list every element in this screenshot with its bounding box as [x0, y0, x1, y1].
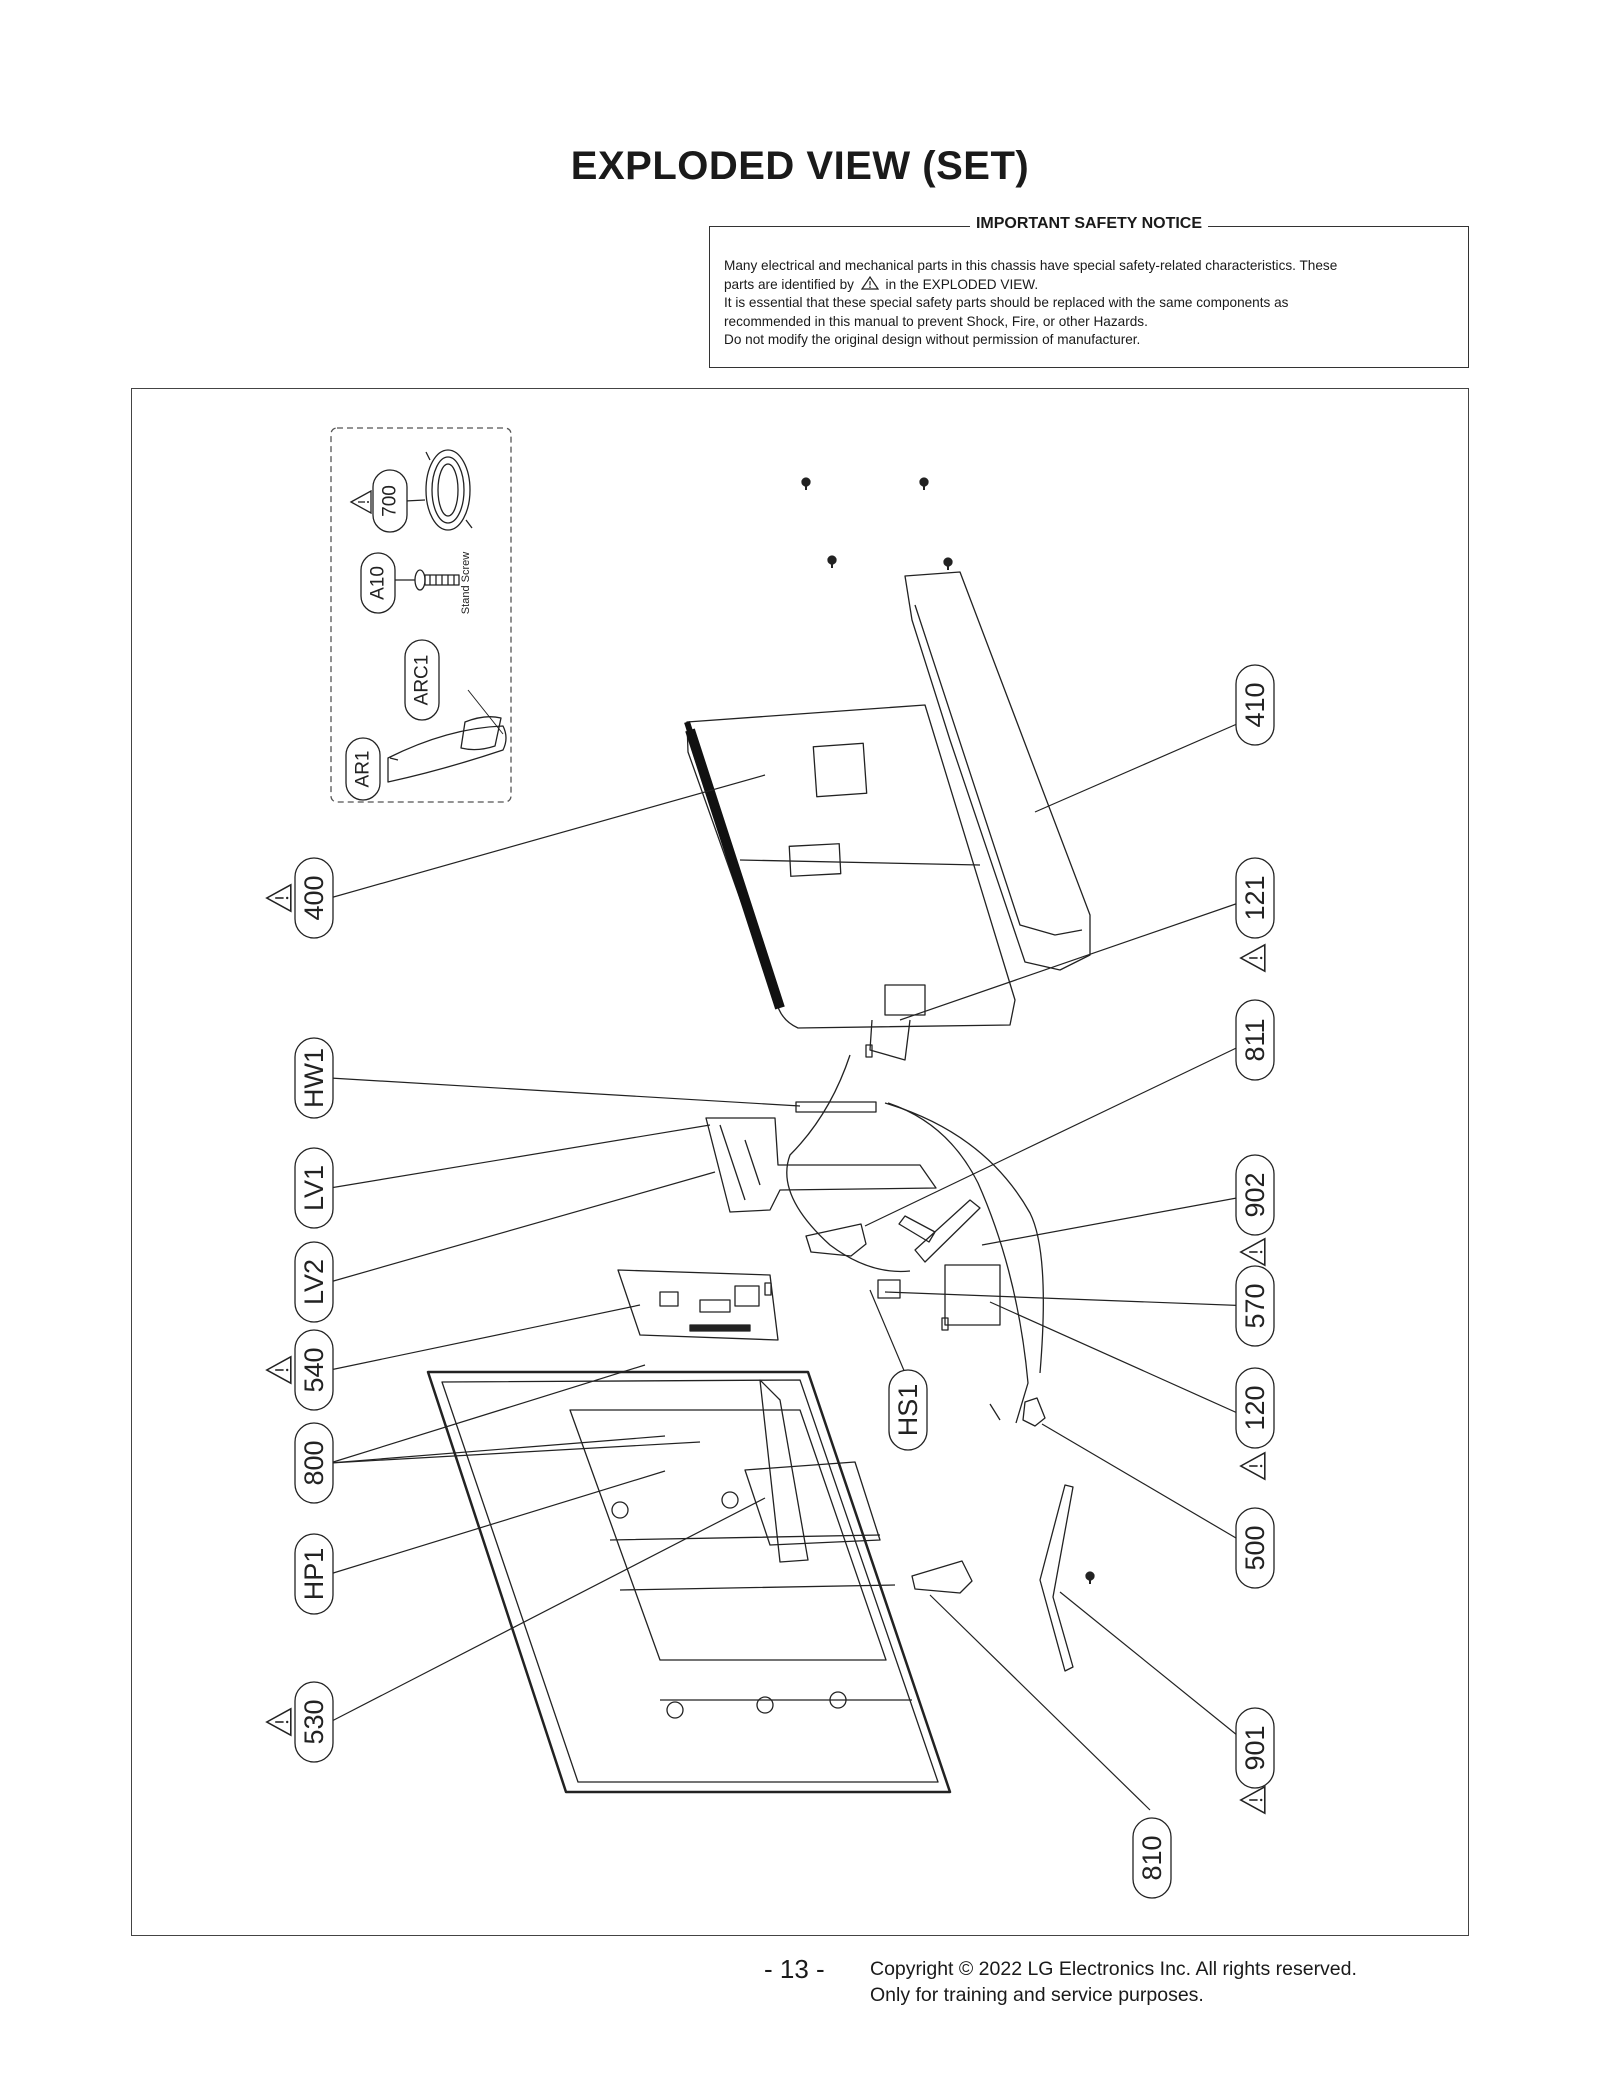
main-board-part — [617, 1269, 779, 1341]
tv-panel-part — [426, 1370, 952, 1794]
stand-screw-label: Stand Screw — [460, 552, 472, 614]
stand-bracket-811-part — [805, 1223, 867, 1257]
safety-notice-body: Many electrical and mechanical parts in … — [724, 257, 1454, 350]
callout-410: 410 — [1240, 682, 1270, 727]
callout-ovals — [294, 469, 1275, 1899]
power-cord-part — [425, 449, 473, 531]
small-bracket-500-part — [1022, 1397, 1046, 1427]
notice-line-1: Many electrical and mechanical parts in … — [724, 258, 1338, 273]
callout-810: 810 — [1137, 1835, 1167, 1880]
lvds-cable-part — [705, 1117, 937, 1213]
callout-800: 800 — [299, 1440, 329, 1485]
back-cover-part — [684, 704, 1016, 1061]
stand-leg-902-part — [898, 1199, 981, 1263]
callout-hp1: HP1 — [299, 1548, 329, 1601]
page-number: - 13 - — [764, 1954, 825, 1984]
warning-triangle-icon — [860, 275, 879, 290]
remote-ar1-part — [387, 725, 507, 783]
stand-leg-901-part — [1039, 1484, 1074, 1672]
callout-540: 540 — [299, 1347, 329, 1392]
page-title: EXPLODED VIEW (SET) — [570, 144, 1030, 188]
callout-902: 902 — [1240, 1172, 1270, 1217]
notice-line-5: Do not modify the original design withou… — [724, 332, 1141, 347]
callout-a10: A10 — [368, 566, 389, 600]
remote-arc1-part — [460, 716, 502, 751]
diagram-frame — [131, 388, 1469, 1936]
safety-notice-box: IMPORTANT SAFETY NOTICE Many electrical … — [709, 215, 1469, 368]
callout-700: 700 — [380, 485, 401, 517]
stand-screw-part — [414, 569, 460, 591]
callout-lv1: LV1 — [299, 1165, 329, 1211]
side-cover-part — [904, 571, 1091, 971]
safety-notice-heading: IMPORTANT SAFETY NOTICE — [969, 215, 1209, 232]
callout-arc1: ARC1 — [412, 655, 433, 706]
cable-hw1-part — [887, 1102, 1029, 1424]
callout-811: 811 — [1240, 1018, 1270, 1061]
power-board-part — [744, 1461, 881, 1546]
callout-570: 570 — [1240, 1283, 1270, 1328]
leader-lines — [329, 499, 1254, 1811]
callout-901: 901 — [1240, 1725, 1270, 1770]
stand-bracket-810-part — [911, 1560, 973, 1594]
callout-500: 500 — [1240, 1525, 1270, 1570]
callout-121: 121 — [1240, 875, 1270, 920]
notice-line-2: parts are identified by in the EXPLODED … — [724, 275, 1039, 292]
callout-hw1: HW1 — [299, 1048, 329, 1108]
callout-400: 400 — [299, 875, 329, 920]
callout-ar1: AR1 — [353, 751, 374, 788]
copyright-line: Copyright © 2022 LG Electronics Inc. All… — [870, 1958, 1357, 1980]
notice-line-3: It is essential that these special safet… — [724, 295, 1289, 310]
callout-120: 120 — [1240, 1385, 1270, 1430]
notice-line-4: recommended in this manual to prevent Sh… — [724, 313, 1148, 329]
footer-copyright: Copyright © 2022 LG Electronics Inc. All… — [870, 1956, 1357, 2008]
callout-530: 530 — [299, 1699, 329, 1744]
purpose-line: Only for training and service purposes. — [870, 1984, 1204, 2006]
callout-lv2: LV2 — [299, 1259, 329, 1305]
callout-hs1: HS1 — [893, 1384, 923, 1437]
accessories-box — [330, 427, 512, 803]
